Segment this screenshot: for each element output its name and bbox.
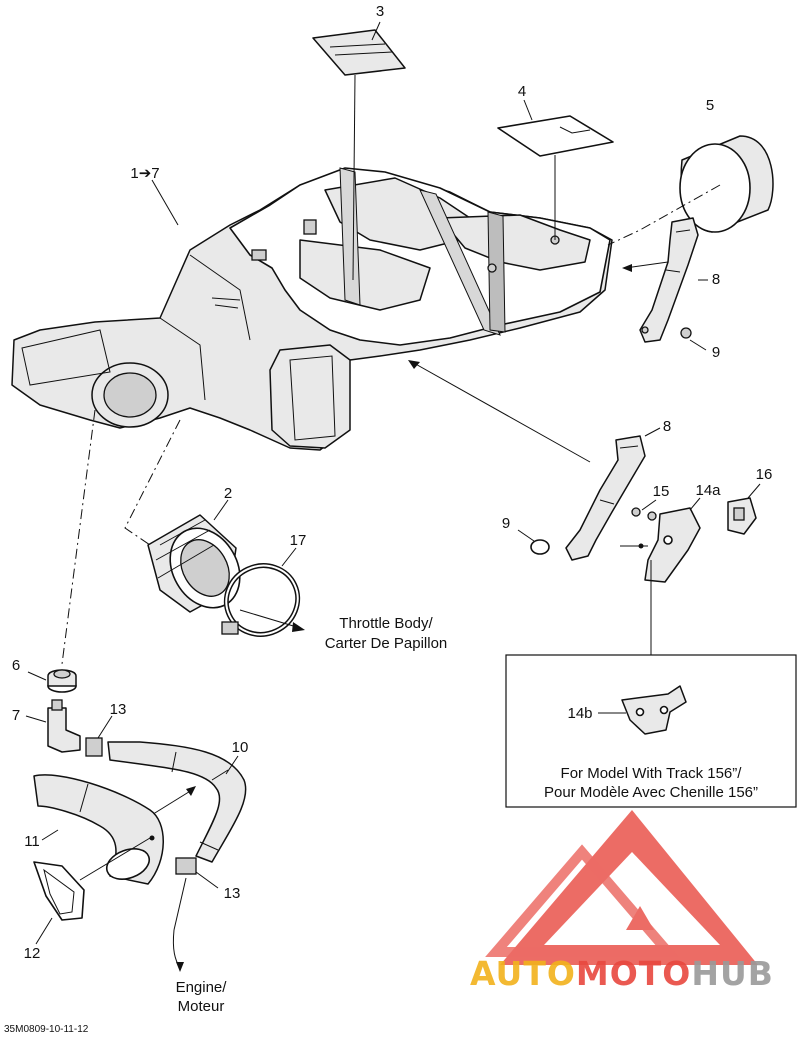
- callout-texts: Throttle Body/ Carter De Papillon Engine…: [4, 615, 758, 1035]
- label-2: 2: [224, 485, 232, 502]
- label-15: 15: [653, 483, 670, 500]
- label-8-upper: 8: [712, 271, 720, 288]
- part-labels: 3 4 5 1➔7 8 9 8 15 14a 16 9 2 17 6 7 13 …: [12, 3, 773, 962]
- label-11: 11: [24, 833, 40, 850]
- throttle-callout-line2: Carter De Papillon: [325, 635, 448, 652]
- throttle-callout-line1: Throttle Body/: [339, 615, 433, 632]
- part-15-screws: [631, 499, 657, 521]
- watermark-part3: HUB: [691, 954, 774, 993]
- part-14a-bracket: [620, 497, 701, 583]
- label-4: 4: [518, 83, 526, 100]
- part-13-lower-clamp: [172, 857, 219, 972]
- note-line1: For Model With Track 156”/: [561, 765, 743, 782]
- part-10-hose: [107, 741, 247, 863]
- label-3: 3: [376, 3, 384, 20]
- label-5: 5: [706, 97, 714, 114]
- drawing-code: 35M0809-10-11-12: [4, 1024, 89, 1035]
- part-5-air-filter: [607, 135, 774, 246]
- label-8-lower: 8: [663, 418, 671, 435]
- label-16: 16: [756, 466, 773, 483]
- watermark-text: AUTOMOTOHUB: [470, 954, 774, 993]
- part-16-clip: [727, 483, 761, 535]
- engine-callout-line2: Moteur: [178, 998, 225, 1015]
- part-11-boot: [33, 774, 164, 885]
- watermark-part2: MOTO: [576, 954, 691, 993]
- part-8-upper-duct: [622, 217, 708, 351]
- air-silencer-assembly: [11, 167, 613, 451]
- label-9-upper: 9: [712, 344, 720, 361]
- part-13-upper-clamp: [85, 715, 113, 757]
- note-line2: Pour Modèle Avec Chenille 156”: [544, 784, 758, 801]
- label-12: 12: [24, 945, 41, 962]
- label-6: 6: [12, 657, 20, 674]
- label-9-lower: 9: [502, 515, 510, 532]
- watermark-logo: [485, 810, 758, 965]
- svg-text:AUTOMOTOHUB: AUTOMOTOHUB: [470, 954, 774, 993]
- part-8-lower-duct: [408, 360, 661, 561]
- part-2-sleeve: [124, 419, 241, 613]
- part-17-clamp: [221, 547, 305, 637]
- label-14a: 14a: [695, 482, 721, 499]
- watermark-part1: AUTO: [470, 954, 576, 993]
- label-7: 7: [12, 707, 20, 724]
- part-9-washer: [517, 529, 550, 555]
- label-17: 17: [290, 532, 307, 549]
- label-13-lower: 13: [224, 885, 241, 902]
- label-13-upper: 13: [110, 701, 127, 718]
- label-10: 10: [232, 739, 249, 756]
- engine-callout-line1: Engine/: [176, 979, 228, 996]
- part-12-strap: [33, 861, 85, 945]
- part-3-plate: [312, 21, 406, 281]
- part-4-plate: [497, 99, 614, 240]
- model-note-box: [505, 654, 797, 808]
- label-1-7: 1➔7: [130, 165, 159, 182]
- label-14b: 14b: [567, 705, 592, 722]
- part-7-elbow: [25, 699, 81, 753]
- part-6-grommet: [27, 409, 96, 693]
